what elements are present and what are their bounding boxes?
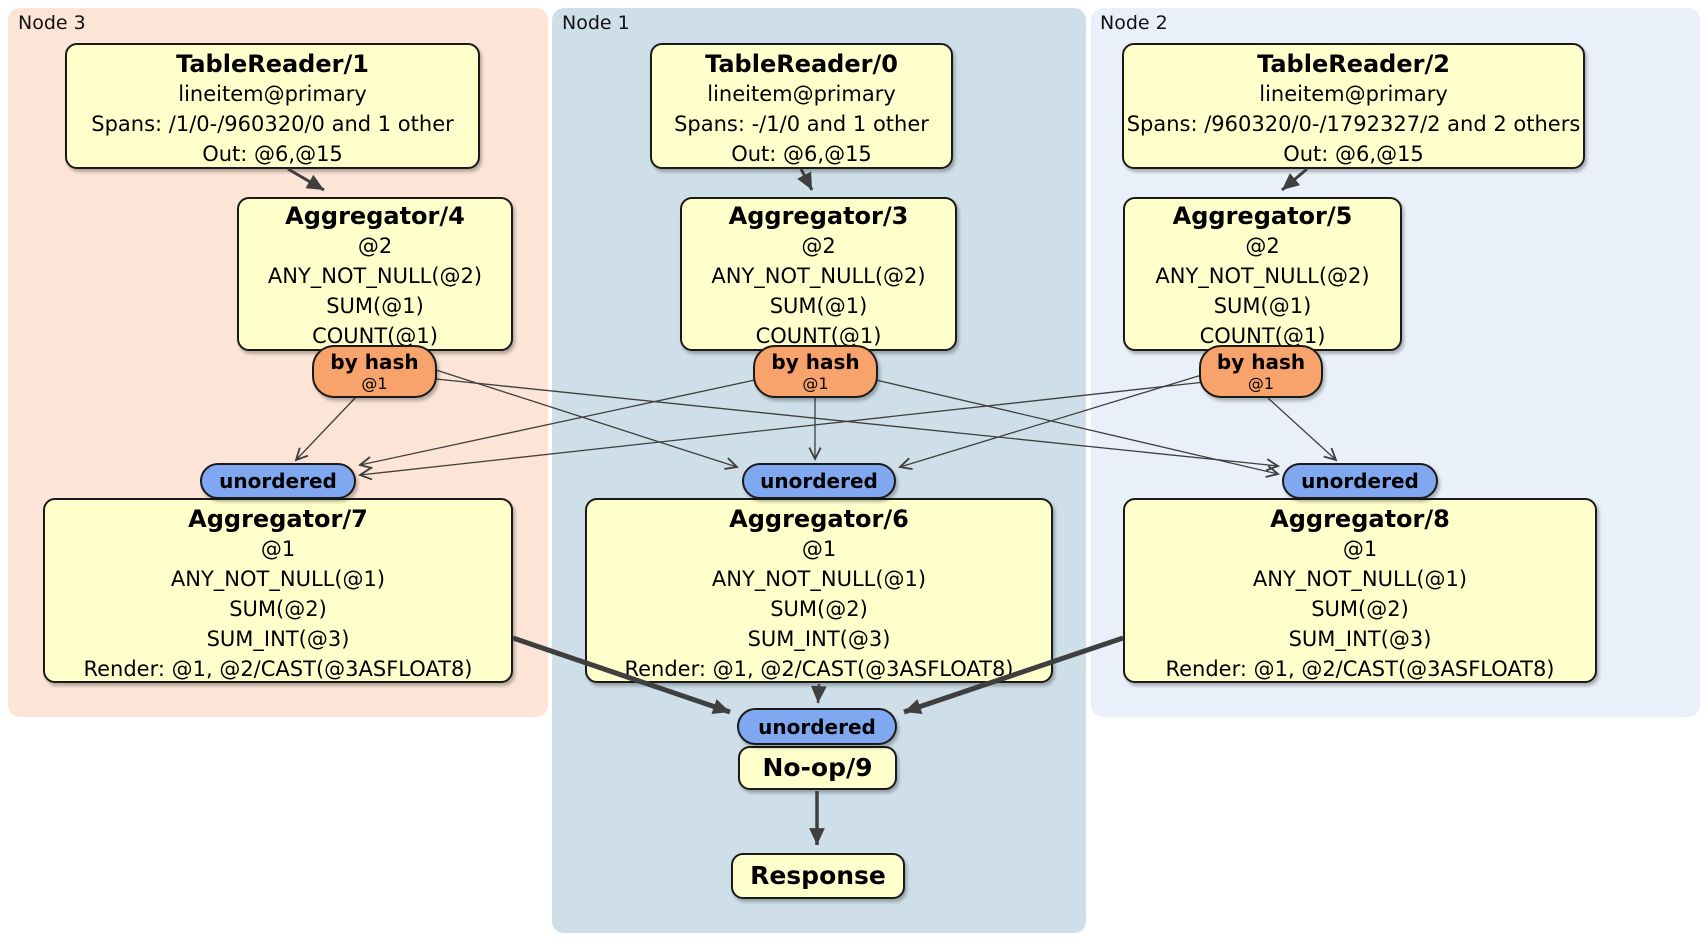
tablereader-1-box: TableReader/1 lineitem@primary Spans: /1…	[65, 43, 480, 169]
by-hash-router-4: by hash @1	[312, 345, 437, 398]
no-op-9-box: No-op/9	[738, 746, 897, 790]
processor-title: No-op/9	[762, 753, 873, 782]
aggregator-7-box: Aggregator/7 @1 ANY_NOT_NULL(@1) SUM(@2)…	[43, 498, 513, 683]
node-2-label: Node 2	[1100, 12, 1168, 34]
processor-title: Aggregator/7	[188, 505, 368, 533]
processor-title: TableReader/1	[176, 50, 369, 78]
processor-title: Aggregator/8	[1270, 505, 1450, 533]
processor-title: Aggregator/3	[728, 202, 909, 230]
processor-title: TableReader/0	[705, 50, 898, 78]
processor-title: Response	[750, 861, 886, 890]
by-hash-router-3: by hash @1	[753, 345, 878, 398]
aggregator-8-box: Aggregator/8 @1 ANY_NOT_NULL(@1) SUM(@2)…	[1123, 498, 1597, 683]
response-box: Response	[731, 853, 905, 899]
by-hash-router-5: by hash @1	[1199, 345, 1323, 398]
node-1-label: Node 1	[562, 12, 630, 34]
unordered-sync-9: unordered	[737, 708, 897, 745]
aggregator-3-box: Aggregator/3 @2 ANY_NOT_NULL(@2) SUM(@1)…	[680, 197, 957, 351]
unordered-sync-8: unordered	[1282, 463, 1438, 499]
aggregator-4-box: Aggregator/4 @2 ANY_NOT_NULL(@2) SUM(@1)…	[237, 197, 513, 351]
processor-title: TableReader/2	[1257, 50, 1450, 78]
processor-title: Aggregator/5	[1172, 202, 1353, 230]
processor-title: Aggregator/6	[729, 505, 909, 533]
aggregator-5-box: Aggregator/5 @2 ANY_NOT_NULL(@2) SUM(@1)…	[1123, 197, 1402, 351]
processor-title: Aggregator/4	[285, 202, 465, 230]
aggregator-6-box: Aggregator/6 @1 ANY_NOT_NULL(@1) SUM(@2)…	[585, 498, 1053, 683]
node-3-label: Node 3	[18, 12, 86, 34]
unordered-sync-6: unordered	[742, 463, 896, 499]
tablereader-0-box: TableReader/0 lineitem@primary Spans: -/…	[650, 43, 953, 169]
tablereader-2-box: TableReader/2 lineitem@primary Spans: /9…	[1122, 43, 1585, 169]
unordered-sync-7: unordered	[200, 463, 356, 499]
